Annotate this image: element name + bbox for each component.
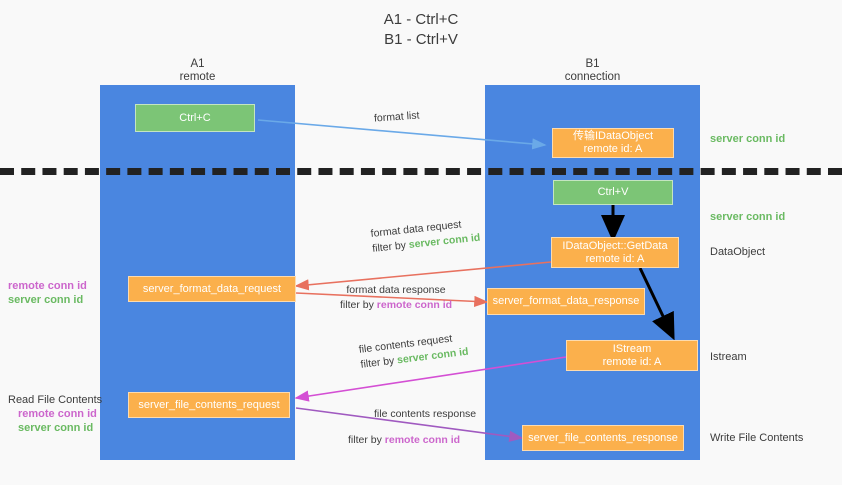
column-a1-name: A1 [190,58,205,70]
filter-prefix: filter by [371,239,410,255]
left-label-server-conn-id-2: server conn id [18,422,94,434]
node-server-file-contents-response-label: server_file_contents_response [528,431,678,444]
left-label-remote-conn-id-1: remote conn id [8,280,87,292]
node-server-format-data-request[interactable]: server_format_data_request [128,276,296,302]
column-b1-name: B1 [585,58,600,70]
left-label-conn-ids-top: remote conn id server conn id [8,279,87,307]
edge-label-format-data-response-filter: filter by remote conn id [340,298,452,313]
node-ctrl-v[interactable]: Ctrl+V [553,180,673,205]
column-b1-sub: connection [564,71,621,83]
filter-prefix: filter by [348,434,385,446]
node-idataobject-transfer[interactable]: 传输IDataObject remote id: A [552,128,674,158]
column-header-b1: B1 connection [485,58,700,84]
page-title: A1 - Ctrl+C B1 - Ctrl+V [0,10,842,50]
filter-prefix: filter by [359,354,398,371]
left-label-server-conn-id-1: server conn id [8,294,84,306]
right-label-server-conn-id-top: server conn id [710,133,786,145]
edge-label-format-list: format list [374,108,420,126]
phase-divider [0,168,842,175]
left-label-remote-conn-id-2: remote conn id [18,408,97,420]
node-server-format-data-request-label: server_format_data_request [142,282,282,295]
node-idataobject-getdata[interactable]: IDataObject::GetData remote id: A [551,237,679,268]
node-istream[interactable]: IStream remote id: A [566,340,698,371]
edge-label-format-data-response-text: format data response [346,284,446,296]
node-idataobject-getdata-line1: IDataObject::GetData [562,239,668,252]
left-label-read-file-contents: Read File Contents [8,394,103,406]
right-label-server-conn-id-second: server conn id [710,211,786,223]
right-label-dataobject: DataObject [710,246,766,258]
title-line-2: B1 - Ctrl+V [384,31,458,48]
right-label-write-file-contents: Write File Contents [710,432,804,444]
node-istream-line1: IStream [612,342,652,355]
edge-label-format-data-response: format data response filter by remote co… [340,283,452,313]
node-server-file-contents-response[interactable]: server_file_contents_response [522,425,684,451]
edge-label-file-contents-request: file contents request filter by server c… [358,330,469,373]
column-a1-sub: remote [179,71,216,83]
title-line-1: A1 - Ctrl+C [383,11,459,28]
node-idataobject-transfer-line2: remote id: A [583,143,643,155]
node-ctrl-c[interactable]: Ctrl+C [135,104,255,132]
node-idataobject-transfer-line1: 传输IDataObject [572,130,654,142]
edge-label-format-data-request: format data request filter by server con… [370,216,481,257]
filter-value-remote-conn-id: remote conn id [384,434,461,446]
edge-label-file-contents-response-filter: filter by remote conn id [348,433,476,448]
filter-prefix: filter by [340,299,377,311]
right-label-istream: Istream [710,351,747,363]
node-server-file-contents-request-label: server_file_contents_request [138,398,280,411]
node-istream-line2: remote id: A [602,355,662,368]
edge-label-file-contents-response-text: file contents response [374,408,477,420]
edge-label-file-contents-response: file contents response filter by remote … [348,407,477,448]
node-idataobject-getdata-line2: remote id: A [585,252,645,265]
node-server-format-data-response[interactable]: server_format_data_response [487,288,645,315]
filter-value-remote-conn-id: remote conn id [376,299,453,311]
node-server-file-contents-request[interactable]: server_file_contents_request [128,392,290,418]
left-label-read-file-contents-group: Read File Contents remote conn id server… [8,393,102,435]
node-ctrl-v-label: Ctrl+V [597,186,629,198]
node-server-format-data-response-label: server_format_data_response [492,295,640,307]
column-header-a1: A1 remote [100,58,295,84]
node-ctrl-c-label: Ctrl+C [179,111,211,124]
edge-label-format-list-text: format list [373,109,420,125]
